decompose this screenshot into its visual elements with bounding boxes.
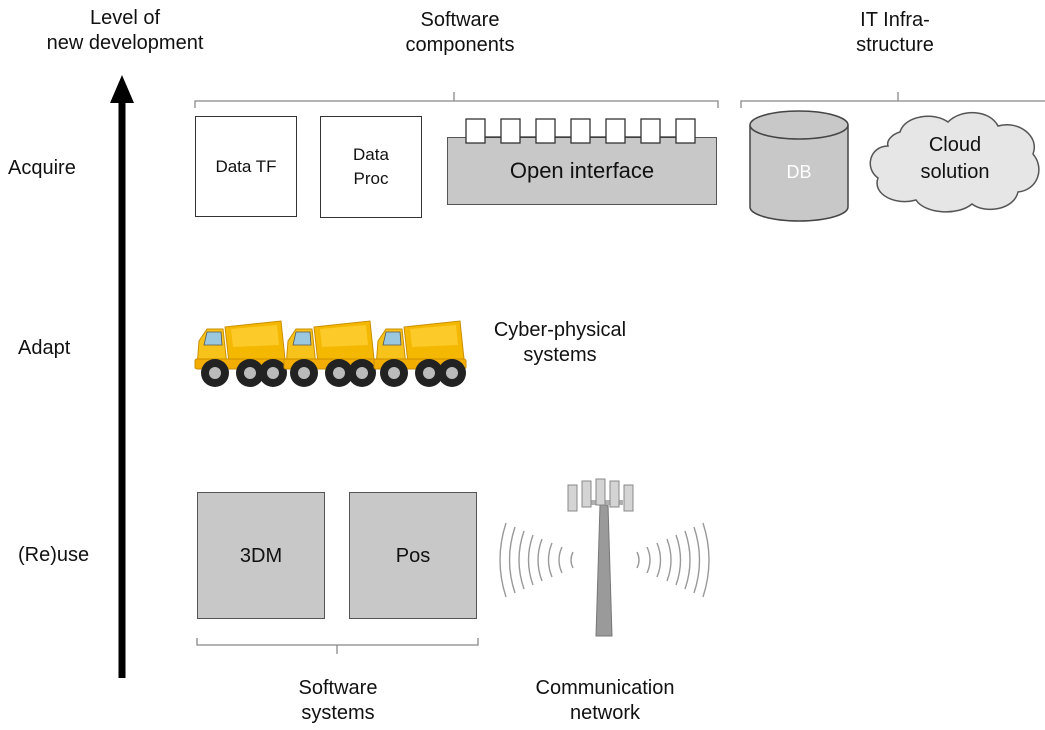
system-pos-box: Pos — [349, 492, 477, 619]
group-label-it-infrastructure: IT Infra- structure — [856, 9, 934, 56]
system-3dm-box: 3DM — [197, 492, 325, 619]
level-acquire: Acquire — [8, 157, 76, 179]
signal-waves-left — [499, 522, 574, 598]
signal-waves-right — [636, 522, 710, 598]
group-label-software-components: Software components — [405, 9, 515, 56]
axis-title: Level of new development — [46, 7, 204, 54]
brace-software-components — [194, 92, 719, 108]
data-proc-box: Data Proc — [320, 116, 422, 218]
level-reuse: (Re)use — [18, 544, 90, 566]
cloud-label: Cloud solution — [920, 134, 990, 183]
open-interface-box: Open interface — [447, 137, 717, 205]
level-adapt: Adapt — [18, 337, 71, 359]
group-label-cyber-physical: Cyber-physical systems — [493, 319, 627, 366]
group-label-software-systems: Software systems — [298, 677, 378, 724]
db-label: DB — [786, 162, 812, 182]
brace-it-infrastructure — [740, 92, 1045, 108]
data-tf-box: Data TF — [195, 116, 297, 217]
group-label-communication-network: Communication network — [535, 677, 675, 724]
brace-software-systems — [196, 638, 479, 654]
